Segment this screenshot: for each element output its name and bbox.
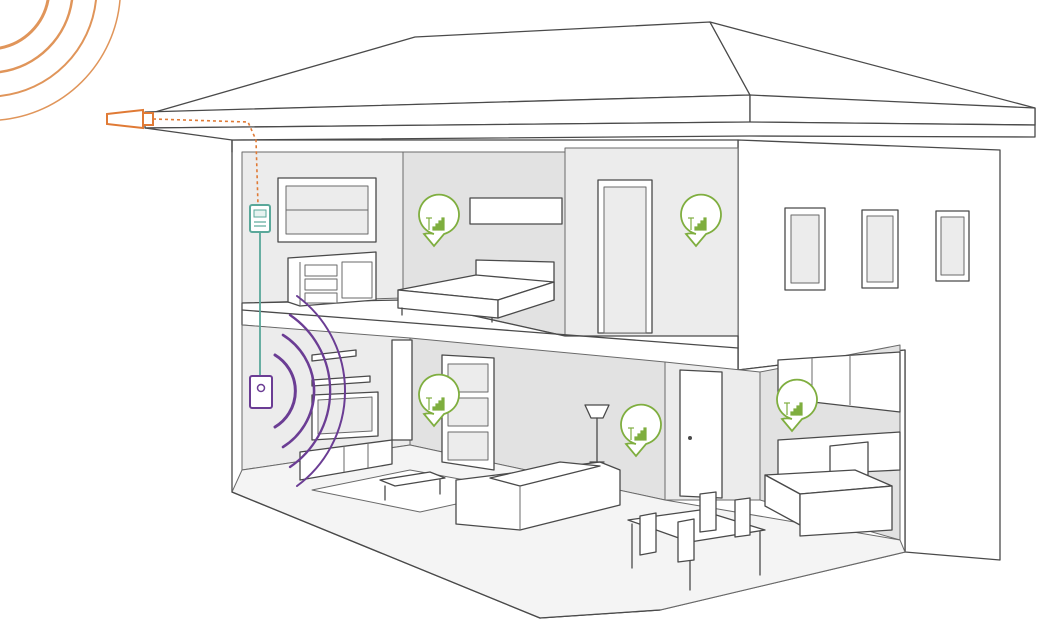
exterior-windows — [784, 207, 970, 291]
indoor-signal-waves — [273, 295, 346, 487]
indoor-signal-wave — [296, 295, 346, 487]
outdoor-signal-wave — [0, 0, 50, 50]
outdoor-signal-waves — [0, 0, 121, 121]
indoor-signal-wave — [273, 353, 297, 429]
outdoor-signal-wave — [0, 0, 97, 97]
cell-signal-bars-icon — [418, 193, 460, 248]
cell-signal-bars-icon — [620, 403, 662, 458]
outdoor-signal-wave — [0, 0, 121, 121]
cell-signal-bars-icon — [418, 373, 460, 428]
outdoor-signal-wave — [0, 0, 74, 74]
upstairs-furniture — [277, 177, 653, 334]
signal-booster-amplifier-icon — [249, 204, 271, 233]
coax-cable — [152, 118, 259, 206]
roof — [144, 21, 1036, 153]
indoor-signal-wave — [288, 313, 332, 469]
indoor-signal-wave — [281, 333, 316, 449]
indoor-antenna-icon — [249, 375, 273, 409]
cell-signal-bars-icon — [776, 378, 818, 433]
outdoor-antenna-icon — [106, 108, 154, 130]
downstairs-furniture — [299, 339, 901, 591]
cell-signal-bars-icon — [680, 193, 722, 248]
